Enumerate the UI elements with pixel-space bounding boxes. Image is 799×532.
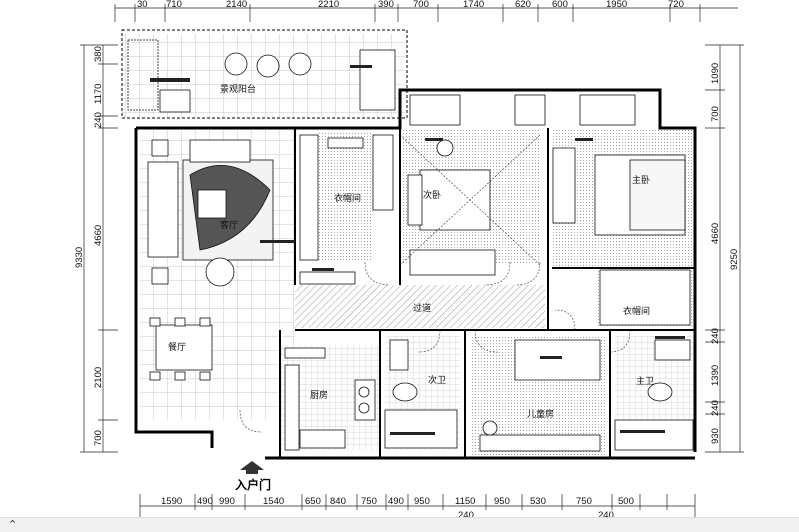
dim-top-7: 1740 <box>463 0 484 10</box>
dim-right-5: 1390 <box>710 365 721 386</box>
dim-bottom-4: 1540 <box>263 496 284 507</box>
dim-right-7: 930 <box>710 428 721 444</box>
room-label-corridor: 过道 <box>413 302 431 314</box>
dim-total-right: 9250 <box>729 249 740 270</box>
dim-top-11: 720 <box>668 0 684 10</box>
room-label-kids: 儿童房 <box>527 408 554 420</box>
room-label-balcony: 景观阳台 <box>220 83 256 95</box>
dim-top-9: 600 <box>552 0 568 10</box>
dim-top-2: 710 <box>166 0 182 10</box>
dim-total-left: 9330 <box>74 247 85 268</box>
entrance-marker: 入户门 <box>235 461 271 492</box>
dim-top-8: 620 <box>515 0 531 10</box>
dim-top-1: 30 <box>137 0 148 10</box>
entrance-arrow-icon <box>240 461 264 470</box>
dim-bottom-10: 1150 <box>455 496 475 507</box>
dim-bottom-8: 490 <box>388 496 404 507</box>
dim-top-3: 2140 <box>226 0 247 10</box>
room-label-bedroom: 次卧 <box>423 189 441 201</box>
dim-left-6: 700 <box>93 430 104 446</box>
dim-bottom-6: 840 <box>330 496 346 507</box>
chevron-up-icon[interactable]: ⌃ <box>8 518 18 531</box>
room-label-kitchen: 厨房 <box>310 389 328 401</box>
dim-bottom-14: 500 <box>618 496 634 507</box>
room-label-bath-sec: 次卫 <box>428 374 446 386</box>
dim-right-6: 240 <box>710 400 721 416</box>
dim-bottom-7: 750 <box>361 496 377 507</box>
dim-bottom-sub-1: 240 <box>458 510 474 521</box>
top-dimension-labels: 30 710 2140 2210 390 700 1740 620 600 19… <box>137 0 684 10</box>
dim-top-4: 2210 <box>318 0 339 10</box>
dim-top-6: 700 <box>413 0 429 10</box>
right-dimension-line <box>705 44 744 453</box>
outer-wall-left <box>134 128 214 448</box>
dim-right-1: 1090 <box>710 63 721 84</box>
dim-right-4: 240 <box>710 328 721 344</box>
dim-bottom-2: 490 <box>197 496 213 507</box>
dim-left-4: 4660 <box>93 225 104 246</box>
right-dimension-labels: 1090 700 4660 240 1390 240 930 9250 <box>710 63 740 444</box>
dim-bottom-11: 950 <box>494 496 510 507</box>
dim-right-2: 700 <box>710 106 721 122</box>
dim-left-1: 380 <box>93 46 104 62</box>
dim-bottom-9: 950 <box>414 496 430 507</box>
room-label-bath-main: 主卫 <box>636 375 654 387</box>
furniture <box>127 39 694 452</box>
entrance-label: 入户门 <box>235 477 271 492</box>
room-label-cloak: 衣帽间 <box>334 192 361 204</box>
dim-right-3: 4660 <box>710 223 721 244</box>
dim-top-5: 390 <box>378 0 394 10</box>
dim-left-5: 2100 <box>93 367 104 388</box>
room-label-master-cloak: 衣帽间 <box>623 305 650 317</box>
dim-bottom-13: 750 <box>576 496 592 507</box>
door-swings <box>239 134 631 433</box>
balcony-outline <box>121 29 408 119</box>
left-dimension-line <box>80 44 118 453</box>
room-labels: 景观阳台 客厅 衣帽间 次卧 主卧 过道 衣帽间 餐厅 厨房 次卫 儿童房 主卫 <box>168 83 654 420</box>
outer-wall-top-mid <box>295 88 548 130</box>
corridor-floor <box>295 285 545 328</box>
room-label-master: 主卧 <box>632 174 650 186</box>
room-label-living: 客厅 <box>220 219 238 231</box>
bottom-toolbar: ⌃ <box>0 517 799 532</box>
dim-top-10: 1950 <box>606 0 627 10</box>
fixture-annotations <box>150 65 685 435</box>
dim-bottom-3: 990 <box>219 496 235 507</box>
cloak-floor <box>318 132 373 262</box>
dim-left-3: 240 <box>93 112 104 128</box>
left-dimension-labels: 380 1170 240 4660 2100 700 9330 <box>74 46 104 446</box>
dim-bottom-sub-2: 240 <box>598 510 614 521</box>
outer-wall-top-right <box>548 88 697 452</box>
dim-bottom-5: 650 <box>305 496 321 507</box>
top-dimension-line <box>114 4 738 22</box>
room-label-dining: 餐厅 <box>168 341 186 353</box>
dim-bottom-1: 1590 <box>161 496 182 507</box>
walls <box>121 29 697 460</box>
dim-left-2: 1170 <box>93 84 104 104</box>
dim-bottom-12: 530 <box>530 496 546 507</box>
